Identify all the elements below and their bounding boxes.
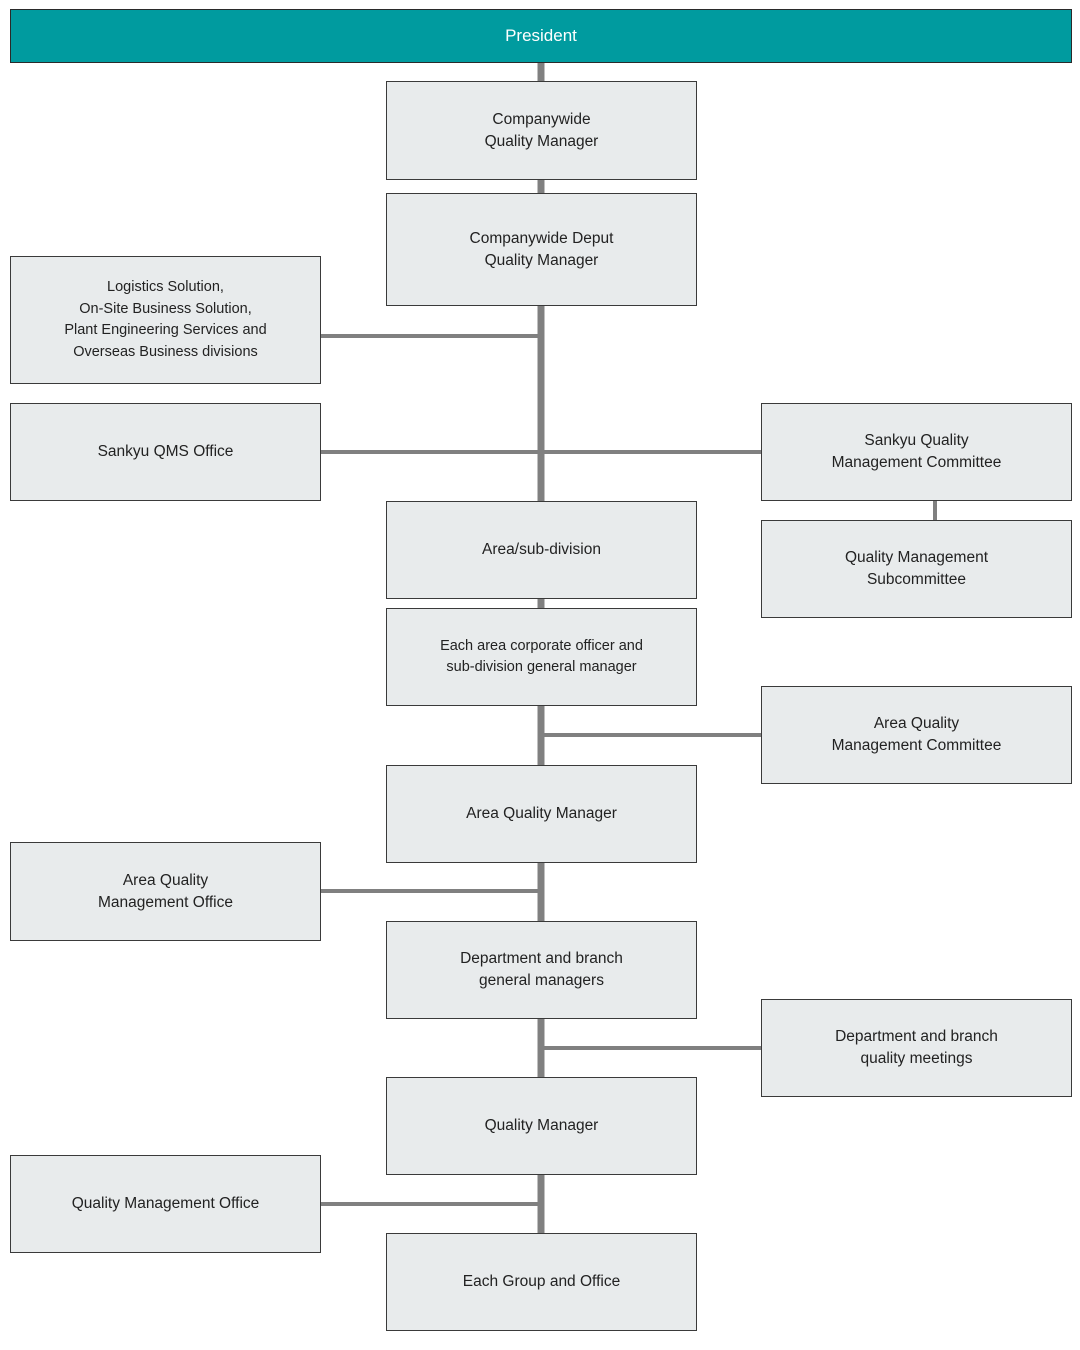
each-group-and-office-box: Each Group and Office: [386, 1233, 697, 1331]
companywide-quality-manager-box: Companywide Quality Manager: [386, 81, 697, 180]
quality-management-subcommittee-box: Quality Management Subcommittee: [761, 520, 1072, 618]
department-branch-quality-meetings-box: Department and branch quality meetings: [761, 999, 1072, 1097]
business-divisions-box: Logistics Solution, On-Site Business Sol…: [10, 256, 321, 384]
area-corporate-officer-box: Each area corporate officer and sub-divi…: [386, 608, 697, 706]
area-quality-manager-box: Area Quality Manager: [386, 765, 697, 863]
area-subdivision-box: Area/sub-division: [386, 501, 697, 599]
sankyu-qms-office-box: Sankyu QMS Office: [10, 403, 321, 501]
companywide-deputy-quality-manager-box: Companywide Deput Quality Manager: [386, 193, 697, 306]
sankyu-quality-management-committee-box: Sankyu Quality Management Committee: [761, 403, 1072, 501]
area-quality-management-committee-box: Area Quality Management Committee: [761, 686, 1072, 784]
quality-manager-box: Quality Manager: [386, 1077, 697, 1175]
president-box: President: [10, 9, 1072, 63]
quality-management-office-box: Quality Management Office: [10, 1155, 321, 1253]
area-quality-management-office-box: Area Quality Management Office: [10, 842, 321, 941]
department-branch-general-managers-box: Department and branch general managers: [386, 921, 697, 1019]
